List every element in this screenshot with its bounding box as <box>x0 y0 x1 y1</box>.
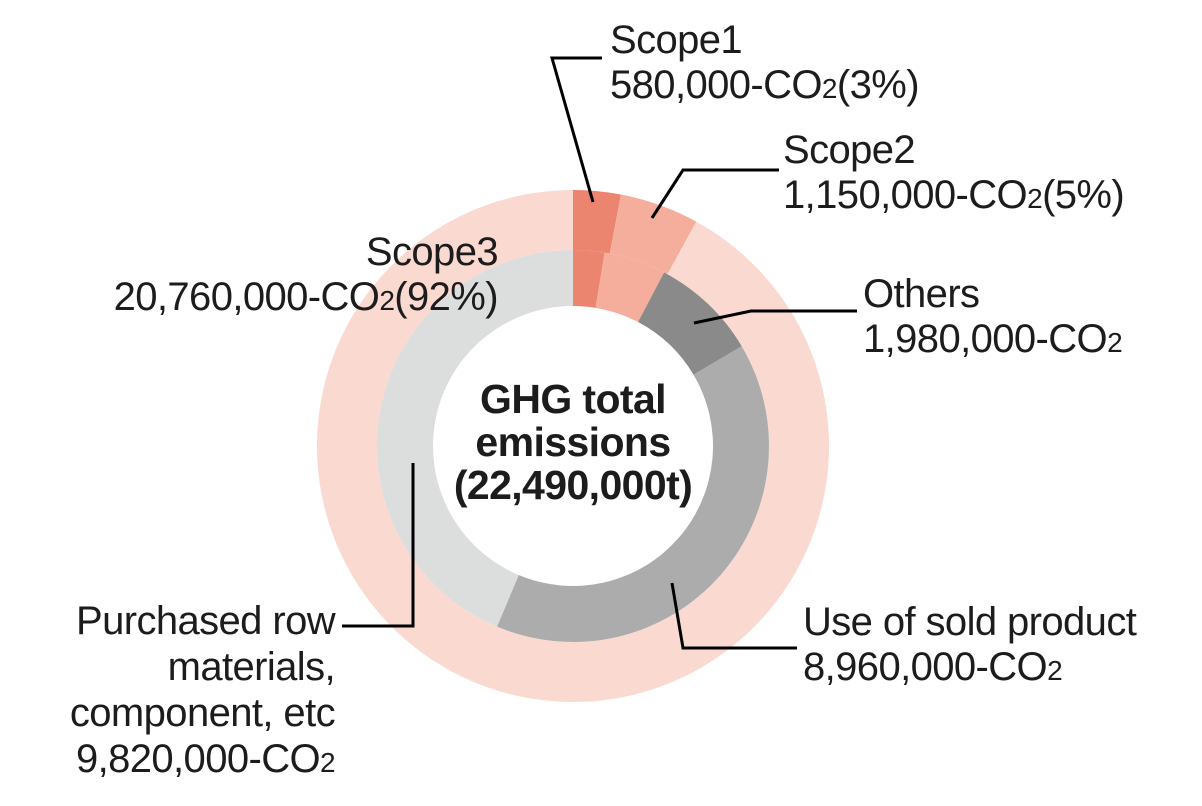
segment-scope2 <box>595 252 665 323</box>
callout-scope2: Scope2 1,150,000-CO2(5%) <box>783 128 1125 221</box>
chart-center-title: GHG total emissions (22,490,000t) <box>453 376 693 508</box>
callout-use-title: Use of sold product <box>803 600 1137 644</box>
leader-lines <box>342 56 857 650</box>
center-title-line1: GHG total <box>480 376 667 422</box>
callout-use-value: 8,960,000-CO2 <box>803 645 1063 689</box>
segment-scope2 <box>609 194 697 275</box>
leader-line-scope1 <box>550 56 602 203</box>
outer-ring-scopes <box>316 189 829 702</box>
callout-use-of-sold-product: Use of sold product 8,960,000-CO2 <box>803 600 1137 693</box>
leader-line-scope2 <box>650 168 779 219</box>
callout-scope1-value: 580,000-CO2(3%) <box>610 63 920 107</box>
co2-subscript: 2 <box>1027 183 1043 214</box>
callout-scope1-title: Scope1 <box>610 18 743 62</box>
callout-purchased-line3: component, etc <box>69 691 336 735</box>
callout-scope2-title: Scope2 <box>783 128 916 172</box>
callout-purchased-line2: materials, <box>167 645 336 689</box>
co2-subscript: 2 <box>1047 655 1063 686</box>
segment-scope1 <box>573 250 605 308</box>
center-title-line3: (22,490,000t) <box>453 462 693 508</box>
co2-subscript: 2 <box>379 285 395 316</box>
callout-others-title: Others <box>863 272 980 316</box>
inner-ring-breakdown <box>376 250 769 642</box>
segment-scope1 <box>573 190 621 254</box>
callout-purchased: Purchased row materials, component, etc … <box>69 598 336 786</box>
segment-purchased-row-materials-component-etc <box>376 250 573 627</box>
leader-line-others <box>693 309 857 325</box>
co2-subscript: 2 <box>320 747 336 778</box>
callout-scope3-title: Scope3 <box>365 230 499 274</box>
segment-others <box>638 272 742 375</box>
center-title-line2: emissions <box>475 419 671 465</box>
callout-scope1: Scope1 580,000-CO2(3%) <box>610 18 920 111</box>
callout-scope3: Scope3 20,760,000-CO2(92%) <box>113 230 499 323</box>
callout-purchased-value: 9,820,000-CO2 <box>75 737 336 781</box>
callout-purchased-line1: Purchased row <box>76 599 336 643</box>
callout-scope3-value: 20,760,000-CO2(92%) <box>113 275 499 319</box>
leader-line-use-of-sold-product <box>670 582 797 650</box>
segment-use-of-sold-product <box>497 346 769 642</box>
leader-line-purchased <box>342 463 415 628</box>
callout-scope2-value: 1,150,000-CO2(5%) <box>783 173 1125 217</box>
co2-subscript: 2 <box>821 73 838 104</box>
callout-others-value: 1,980,000-CO2 <box>863 317 1123 361</box>
co2-subscript: 2 <box>1107 327 1123 358</box>
callout-others: Others 1,980,000-CO2 <box>863 272 1123 365</box>
